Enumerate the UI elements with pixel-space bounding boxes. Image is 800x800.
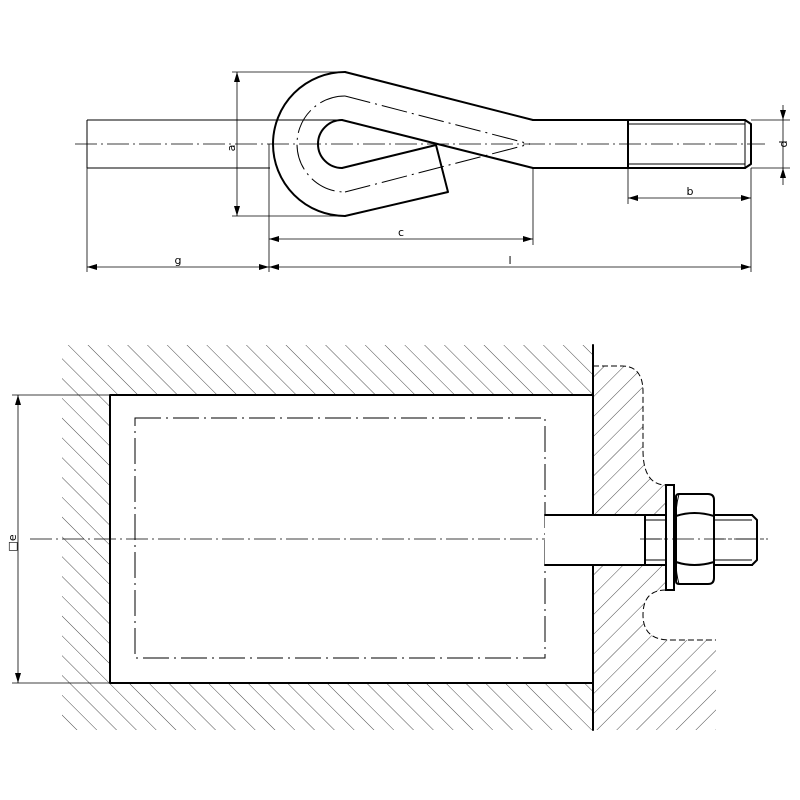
dim-c-arrow-right bbox=[523, 236, 533, 242]
bolt-shank-bg bbox=[545, 515, 645, 565]
dim-g-arrow-right bbox=[259, 264, 269, 270]
dim-g-label: g bbox=[175, 254, 182, 267]
anchor-plate-phantom bbox=[134, 417, 546, 659]
eye-inner-arc bbox=[317, 119, 343, 169]
dim-g-arrow-left bbox=[87, 264, 97, 270]
dim-c-arrow-left bbox=[269, 236, 279, 242]
dim-b-arrow-left bbox=[628, 195, 638, 201]
eye-bolt-elevation: a d b c g l bbox=[75, 71, 790, 272]
eye-neutral-arc bbox=[296, 95, 346, 193]
wall-recess-hidden-lower bbox=[642, 589, 716, 641]
dim-b-label: b bbox=[687, 185, 694, 198]
shank-construction-2 bbox=[344, 143, 531, 193]
dim-e-arrow-top bbox=[15, 395, 21, 405]
concrete-hatch-left bbox=[62, 345, 593, 730]
dim-d-label: d bbox=[777, 141, 790, 148]
dim-e-label: □e bbox=[6, 534, 19, 551]
shank-construction-1 bbox=[344, 95, 531, 145]
dim-a-arrow-top bbox=[234, 72, 240, 82]
dim-l-label: l bbox=[508, 254, 511, 267]
anchor-thread-chamfer bbox=[751, 514, 758, 566]
shank-upper-edge bbox=[344, 71, 534, 121]
thread-chamfer bbox=[744, 119, 752, 169]
dim-l-arrow-left bbox=[269, 264, 279, 270]
dim-d-arrow-top bbox=[780, 110, 786, 120]
eye-outer-arc bbox=[272, 71, 346, 217]
dim-l-arrow-right bbox=[741, 264, 751, 270]
washer bbox=[665, 484, 675, 591]
dim-a-label: a bbox=[225, 145, 238, 152]
wall-hatch-right bbox=[593, 345, 716, 730]
hex-nut bbox=[675, 493, 715, 585]
folded-end-tab bbox=[341, 144, 449, 217]
wall-recess-hidden bbox=[593, 365, 667, 486]
dim-d-arrow-bottom bbox=[780, 168, 786, 178]
anchor-block-section: □e bbox=[6, 344, 768, 731]
dim-c-label: c bbox=[398, 226, 404, 239]
dim-b-arrow-right bbox=[741, 195, 751, 201]
dim-e-arrow-bottom bbox=[15, 673, 21, 683]
dim-a-arrow-bottom bbox=[234, 206, 240, 216]
shank-inner-edge bbox=[341, 119, 534, 169]
